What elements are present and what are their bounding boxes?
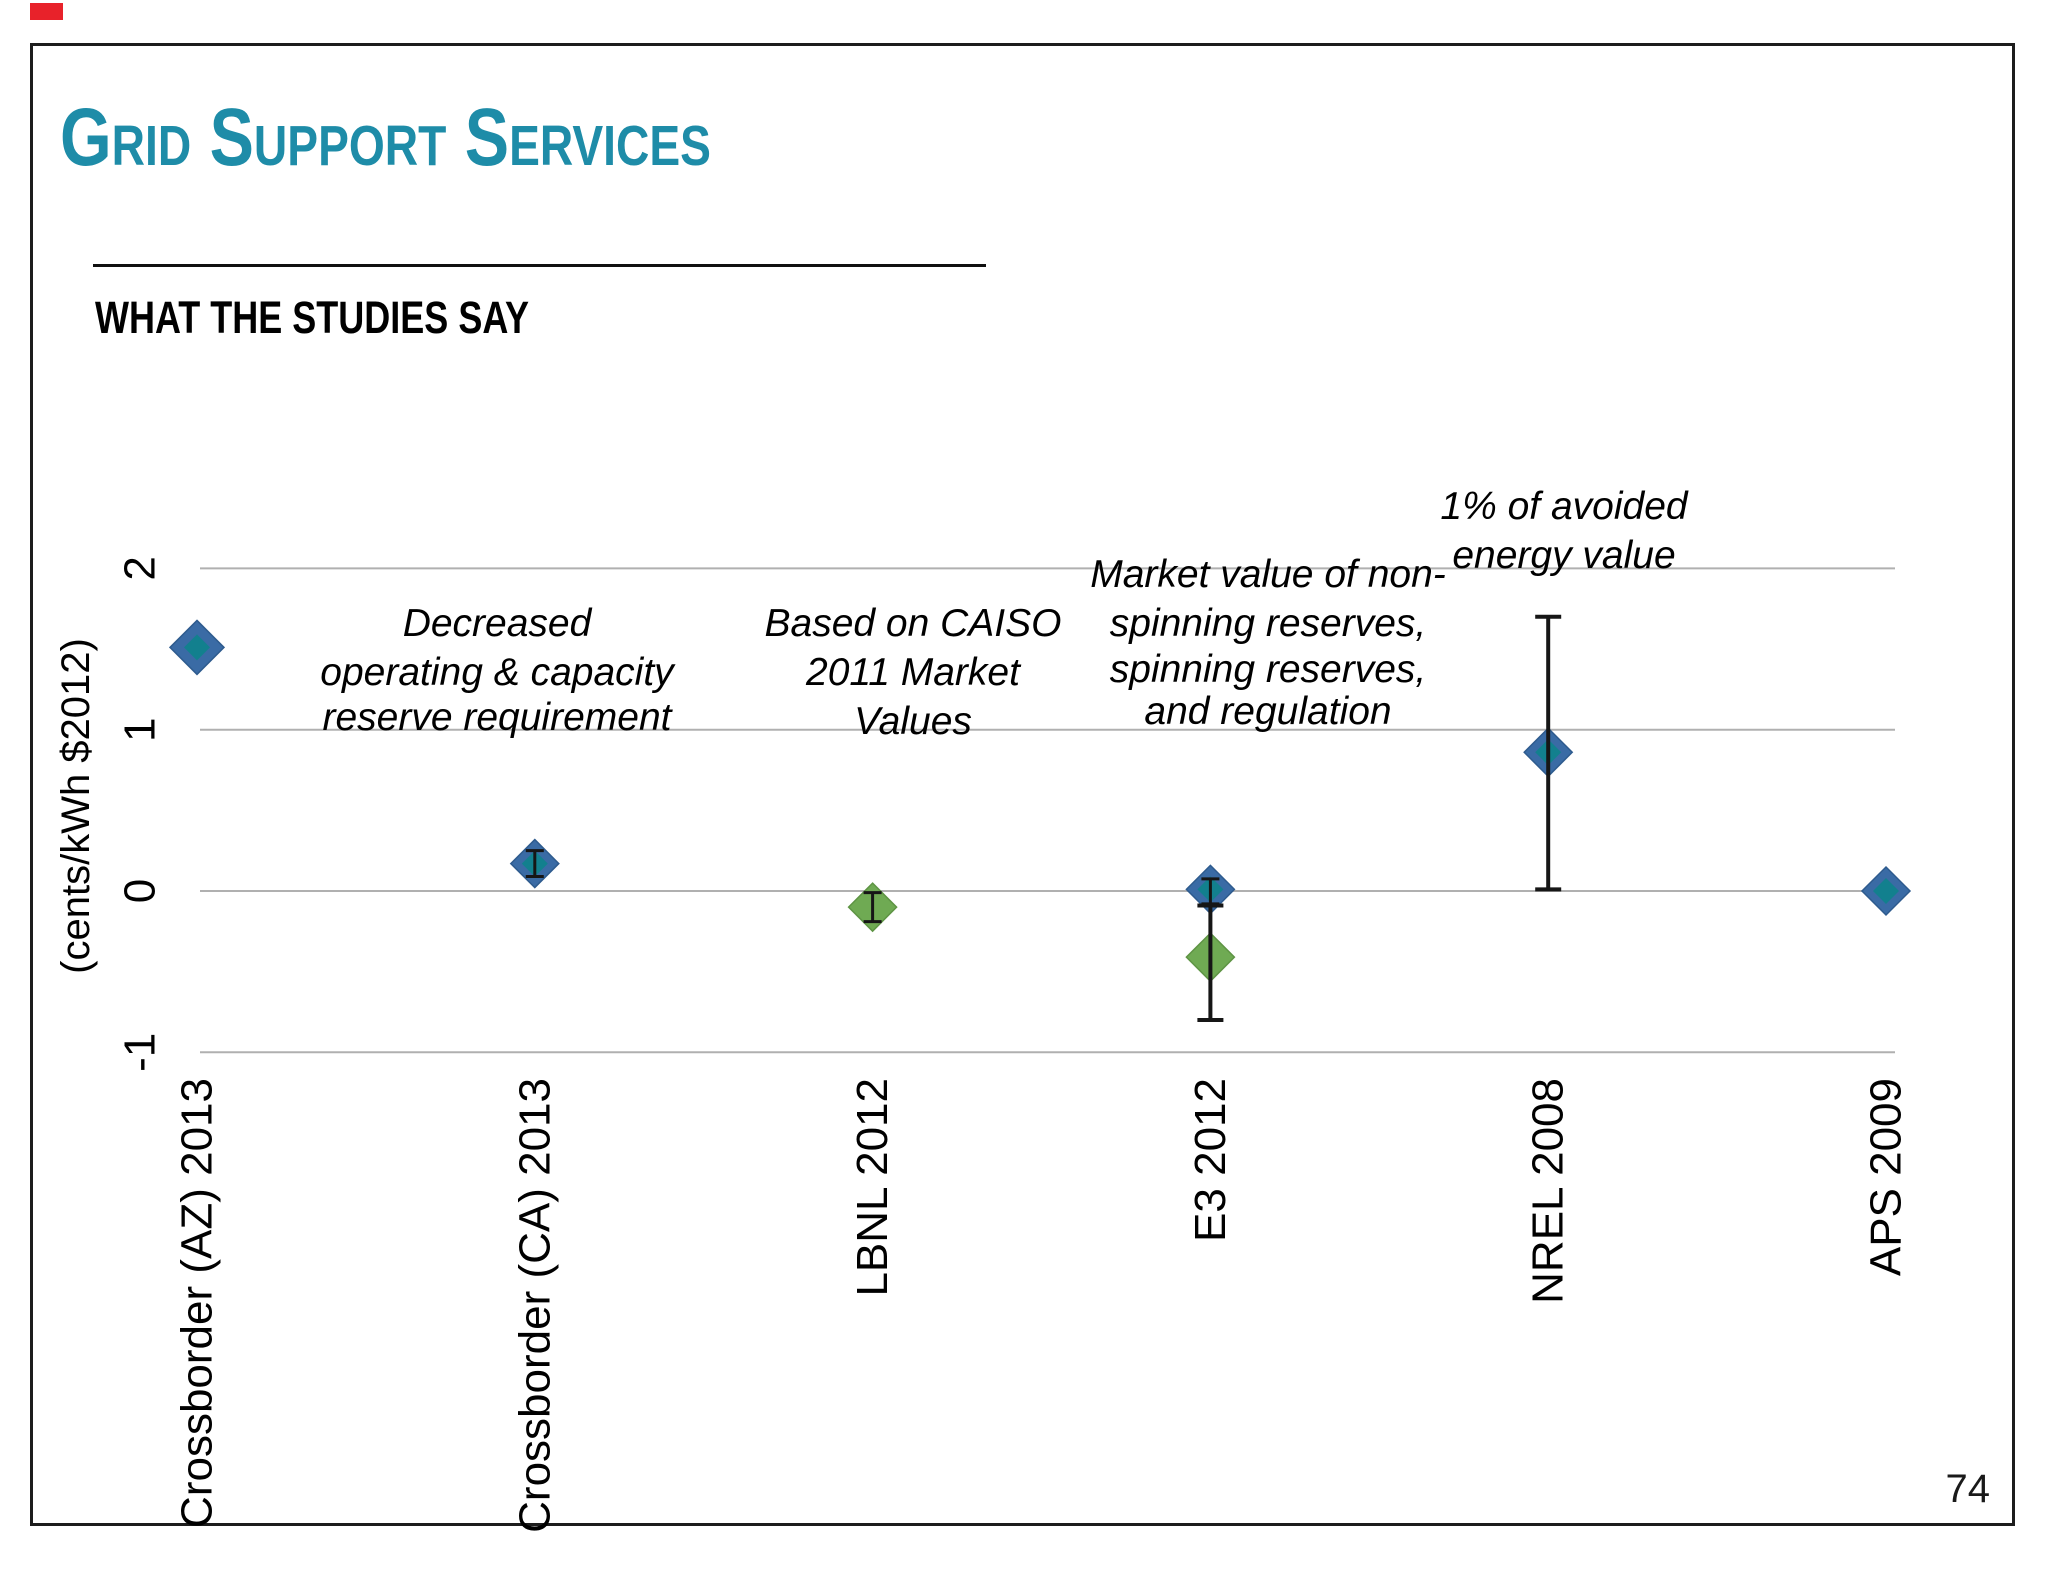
x-category-label: E3 2012 bbox=[1186, 1078, 1235, 1242]
page-number: 74 bbox=[1945, 1467, 1991, 1511]
annotation-text: Decreased bbox=[403, 602, 593, 645]
slide-border bbox=[30, 43, 2015, 1526]
annotation-text: operating & capacity bbox=[320, 651, 676, 694]
annotation-text: Market value of non- bbox=[1090, 553, 1446, 596]
annotation-text: energy value bbox=[1452, 534, 1675, 577]
x-category-label: NREL 2008 bbox=[1524, 1078, 1573, 1304]
annotation-text: Values bbox=[854, 700, 972, 743]
title-divider-line bbox=[93, 264, 986, 267]
y-tick-label: 0 bbox=[116, 879, 165, 903]
data-point-marker-inner bbox=[1873, 878, 1899, 904]
x-category-label: Crossborder (AZ) 2013 bbox=[173, 1078, 222, 1528]
annotation-text: 2011 Market bbox=[805, 651, 1022, 694]
y-tick-label: -1 bbox=[116, 1033, 165, 1072]
y-axis-title: (cents/kWh $2012) bbox=[54, 638, 98, 974]
x-category-label: APS 2009 bbox=[1862, 1078, 1911, 1276]
y-tick-label: 2 bbox=[116, 556, 165, 580]
annotation-text: 1% of avoided bbox=[1440, 485, 1688, 528]
x-category-label: Crossborder (CA) 2013 bbox=[510, 1078, 559, 1533]
annotation-text: spinning reserves, bbox=[1110, 602, 1427, 645]
slide-title: Grid Support Services bbox=[60, 92, 711, 183]
y-tick-label: 1 bbox=[116, 717, 165, 741]
annotation-text: Based on CAISO bbox=[765, 602, 1062, 645]
annotation-text: reserve requirement bbox=[323, 696, 674, 739]
annotation-text: and regulation bbox=[1144, 690, 1391, 733]
annotation-text: spinning reserves, bbox=[1110, 648, 1427, 691]
data-point-marker-inner bbox=[184, 634, 210, 661]
red-marker bbox=[30, 3, 63, 20]
slide-subtitle: WHAT THE STUDIES SAY bbox=[95, 292, 530, 343]
x-category-label: LBNL 2012 bbox=[848, 1078, 897, 1297]
